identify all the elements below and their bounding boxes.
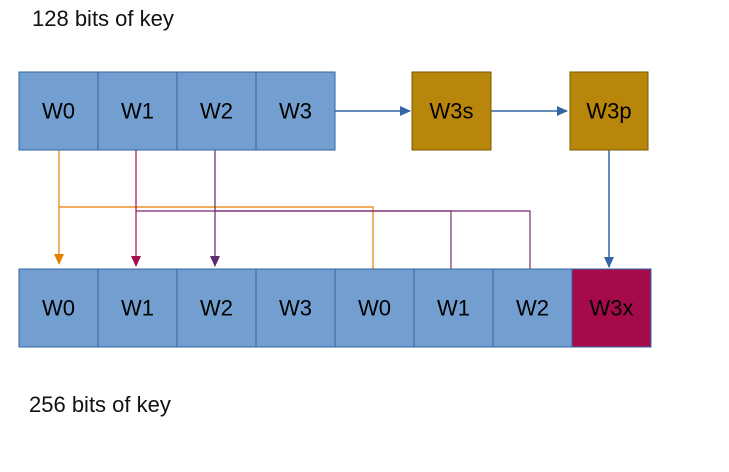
bottom-row-label-6: W2	[516, 296, 549, 321]
bottom-row-label-4: W0	[358, 296, 391, 321]
bottom-row-label-1: W1	[121, 296, 154, 321]
top-row-label-1: W1	[121, 99, 154, 124]
connectors	[54, 106, 614, 269]
bottom-row-label-5: W1	[437, 296, 470, 321]
line-w0-to-second-w0	[59, 206, 374, 269]
bottom-row-cell-3: W3	[255, 268, 336, 348]
bottom-row-label-3: W3	[279, 296, 312, 321]
w3p-box: W3p	[569, 71, 649, 151]
bottom-row-cell-5: W1	[413, 268, 494, 348]
bottom-row-label-7: W3x	[590, 296, 634, 321]
w3p-label: W3p	[586, 99, 631, 124]
top-caption: 128 bits of key	[32, 6, 174, 31]
bottom-row-cell-1: W1	[97, 268, 178, 348]
bottom-row-256-bit-key: W0 W1 W2 W3 W0 W1 W2 W3x	[18, 268, 652, 348]
bottom-row-cell-0: W0	[18, 268, 99, 348]
top-row-cell-1: W1	[97, 71, 178, 151]
line-w1-to-second-w1	[136, 210, 452, 269]
top-row-128-bit-key: W0 W1 W2 W3	[18, 71, 336, 151]
top-row-cell-2: W2	[176, 71, 257, 151]
w3s-box: W3s	[411, 71, 492, 151]
top-row-label-0: W0	[42, 99, 75, 124]
line-w2-to-second-w2	[215, 210, 531, 269]
bottom-row-cell-7: W3x	[571, 268, 652, 348]
bottom-row-cell-2: W2	[176, 268, 257, 348]
top-row-label-3: W3	[279, 99, 312, 124]
w3s-label: W3s	[430, 99, 474, 124]
bottom-row-label-2: W2	[200, 296, 233, 321]
bottom-caption: 256 bits of key	[29, 392, 171, 417]
bottom-row-cell-4: W0	[334, 268, 415, 348]
bottom-row-cell-6: W2	[492, 268, 573, 348]
top-row-cell-0: W0	[18, 71, 99, 151]
top-row-label-2: W2	[200, 99, 233, 124]
top-row-cell-3: W3	[255, 71, 336, 151]
bottom-row-label-0: W0	[42, 296, 75, 321]
